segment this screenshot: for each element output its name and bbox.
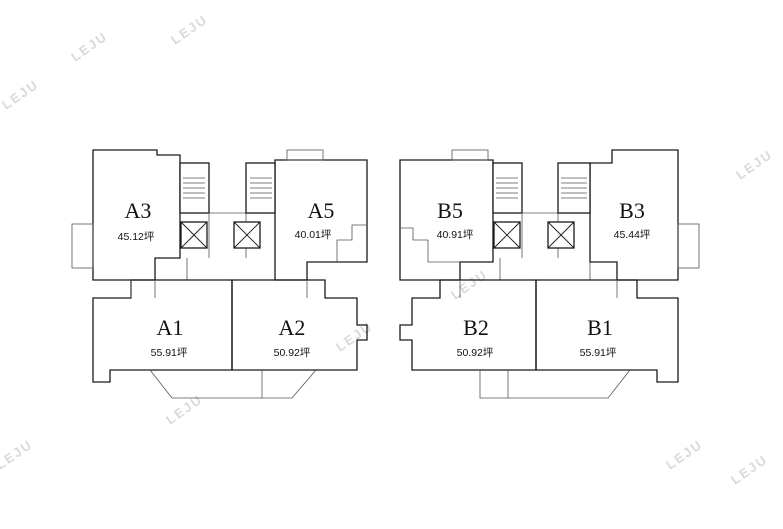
unit-code: B3 — [619, 198, 645, 223]
unit-b5-bay — [451, 149, 489, 161]
unit-a3-balcony — [71, 223, 94, 269]
unit-code: B1 — [587, 315, 613, 340]
watermarks: LEJU LEJU LEJU LEJU LEJU LEJU LEJU LEJU … — [0, 12, 775, 488]
unit-a2-balcony — [232, 369, 317, 399]
unit-code: A3 — [125, 198, 152, 223]
watermark: LEJU — [728, 452, 770, 488]
unit-area: 50.92坪 — [274, 346, 311, 359]
unit-code: A1 — [157, 315, 184, 340]
unit-area: 45.12坪 — [118, 230, 155, 243]
unit-b1-outline — [535, 279, 679, 383]
unit-code: A2 — [279, 315, 306, 340]
watermark: LEJU — [163, 392, 205, 428]
unit-area: 50.92坪 — [457, 346, 494, 359]
unit-b3-balcony — [677, 223, 700, 269]
unit-labels: A3 45.12坪 A5 40.01坪 A1 55.91坪 A2 50.92坪 … — [118, 198, 651, 359]
watermark: LEJU — [448, 267, 490, 303]
unit-code: A5 — [308, 198, 335, 223]
unit-code: B5 — [437, 198, 463, 223]
watermark: LEJU — [333, 319, 375, 355]
unit-b2-balcony — [479, 370, 536, 399]
unit-area: 40.01坪 — [295, 228, 332, 241]
building-a — [71, 149, 368, 399]
unit-a3-outline — [92, 149, 181, 281]
watermark: LEJU — [68, 29, 110, 65]
watermark: LEJU — [0, 437, 35, 473]
unit-b2-outline — [399, 279, 537, 371]
unit-code: B2 — [463, 315, 489, 340]
unit-area: 40.91坪 — [437, 228, 474, 241]
unit-area: 55.91坪 — [151, 346, 188, 359]
unit-a2-outline — [231, 279, 368, 371]
unit-area: 45.44坪 — [614, 228, 651, 241]
unit-b3-outline — [589, 149, 679, 281]
unit-area: 55.91坪 — [580, 346, 617, 359]
watermark: LEJU — [0, 77, 41, 113]
watermark: LEJU — [733, 147, 775, 183]
unit-b1-balcony — [536, 369, 631, 399]
unit-a1-balcony — [149, 369, 232, 399]
building-b — [399, 149, 700, 399]
unit-a5-bay — [286, 149, 324, 161]
watermark: LEJU — [663, 437, 705, 473]
watermark: LEJU — [168, 12, 210, 48]
